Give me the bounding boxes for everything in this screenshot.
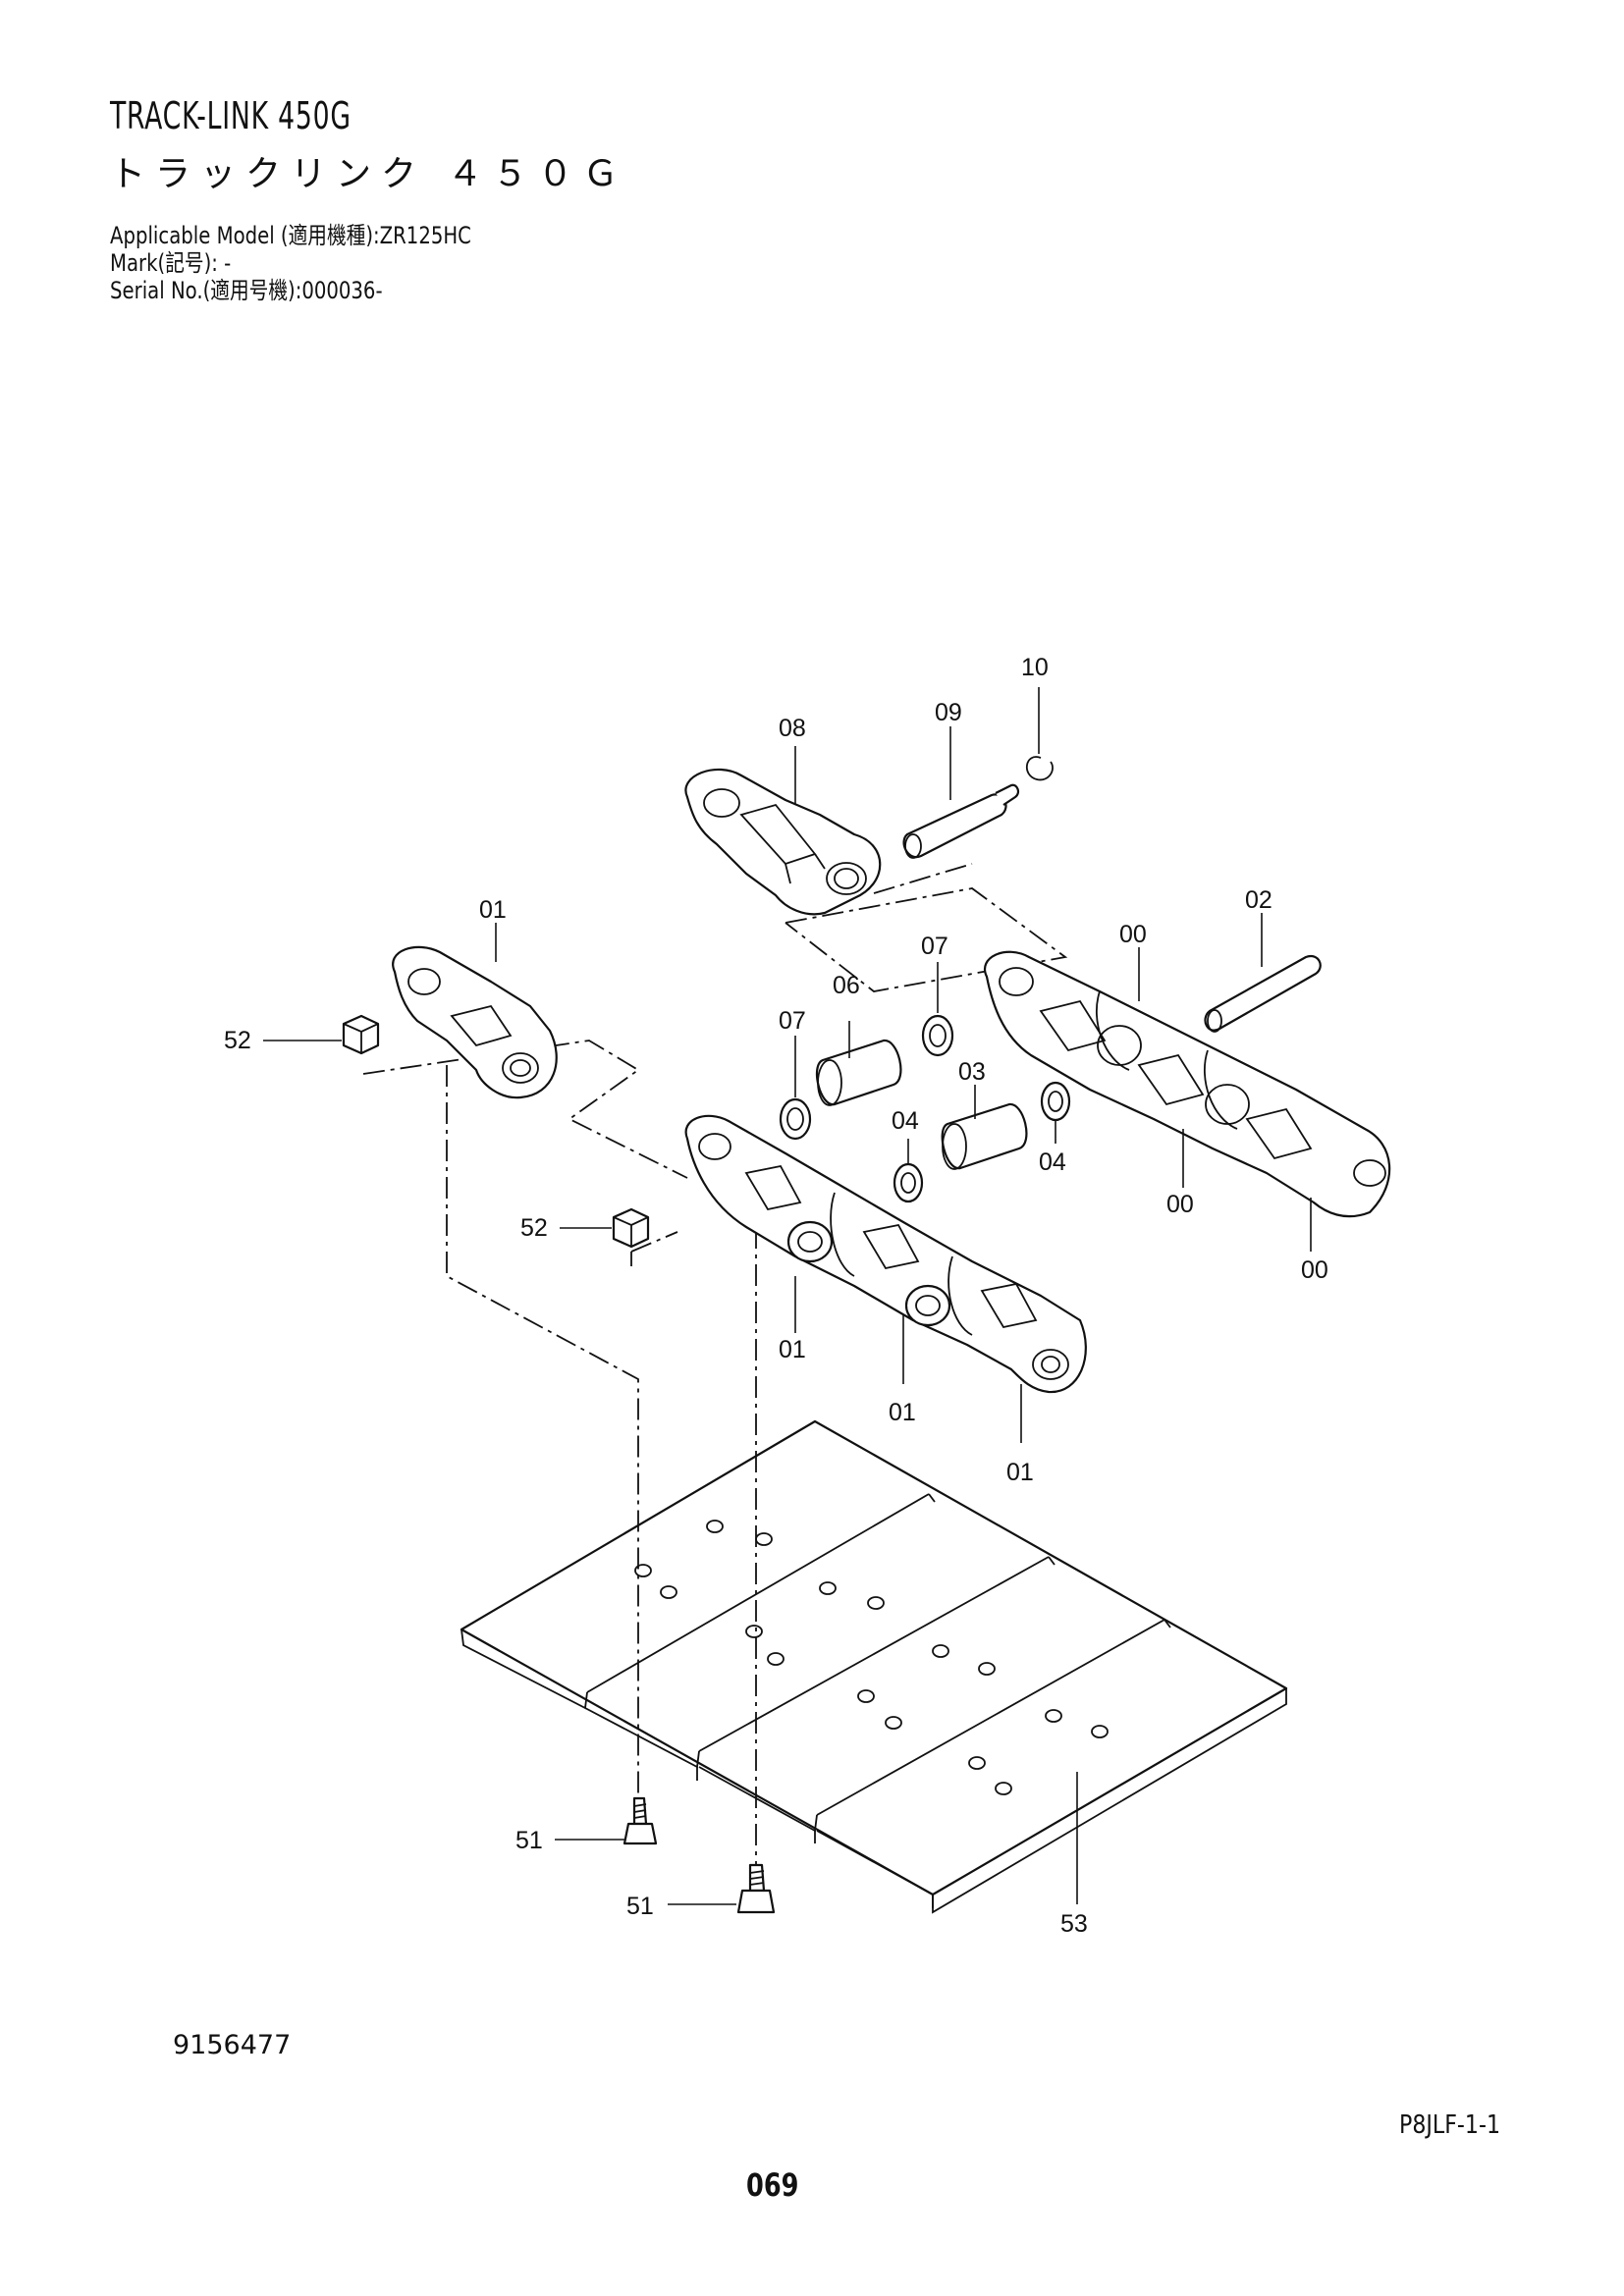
callout-00-top: 00 — [1119, 921, 1147, 948]
callout-01-b: 01 — [889, 1399, 916, 1426]
callout-04-left: 04 — [892, 1107, 919, 1135]
bushing-06 — [815, 1039, 902, 1106]
link-chain-00 — [984, 950, 1391, 1218]
sheet-code: P8JLF-1-1 — [1399, 2110, 1501, 2140]
callout-labels: 10 09 08 02 01 00 07 06 07 03 04 04 52 5… — [224, 654, 1328, 1938]
callout-08: 08 — [779, 715, 806, 742]
callout-01-top: 01 — [479, 896, 507, 924]
pin-09 — [902, 783, 1020, 859]
mark: Mark(記号): - — [110, 249, 232, 277]
pin-02 — [1204, 954, 1322, 1033]
seal-04-left — [893, 1162, 924, 1203]
title-japanese: トラックリンク ４５０Ｇ — [110, 154, 628, 194]
title-english: TRACK-LINK 450G — [110, 94, 352, 137]
callout-52-mid: 52 — [520, 1214, 548, 1242]
link-chain-01 — [684, 1114, 1087, 1394]
callout-53: 53 — [1060, 1910, 1088, 1938]
leader-lines — [263, 687, 1312, 1905]
callout-00-bottom: 00 — [1301, 1256, 1328, 1284]
callout-01-a: 01 — [779, 1336, 806, 1363]
link-01-top — [392, 945, 558, 1099]
bolt-51-a — [623, 1796, 658, 1845]
callout-52-top: 52 — [224, 1027, 251, 1054]
track-shoe-plate — [460, 1419, 1288, 1914]
serial-number: Serial No.(適用号機):000036- — [110, 277, 383, 304]
callout-51-b: 51 — [626, 1893, 654, 1920]
nut-52-mid — [612, 1207, 650, 1249]
bolt-51-b — [736, 1863, 776, 1914]
callout-07-left: 07 — [779, 1007, 806, 1035]
seal-04-right — [1040, 1081, 1071, 1122]
seal-07-left — [779, 1097, 812, 1141]
callout-07-right: 07 — [921, 933, 948, 960]
applicable-model: Applicable Model (適用機種):ZR125HC — [110, 222, 471, 249]
callout-01-c: 01 — [1006, 1459, 1034, 1486]
callout-51-a: 51 — [515, 1827, 543, 1854]
nut-52-top — [342, 1014, 380, 1055]
callout-04-right: 04 — [1039, 1148, 1066, 1176]
callout-09: 09 — [935, 699, 962, 726]
callout-03: 03 — [958, 1058, 986, 1086]
page-number: 069 — [746, 2166, 799, 2204]
callout-06: 06 — [833, 972, 860, 999]
bushing-03 — [941, 1102, 1028, 1170]
callout-10: 10 — [1021, 654, 1049, 681]
callout-00-mid: 00 — [1166, 1191, 1194, 1218]
callout-02: 02 — [1245, 886, 1272, 914]
drawing-code: 9156477 — [173, 2030, 292, 2060]
link-08 — [684, 768, 882, 916]
seal-07-right — [921, 1014, 954, 1057]
clip-10 — [1026, 756, 1054, 781]
